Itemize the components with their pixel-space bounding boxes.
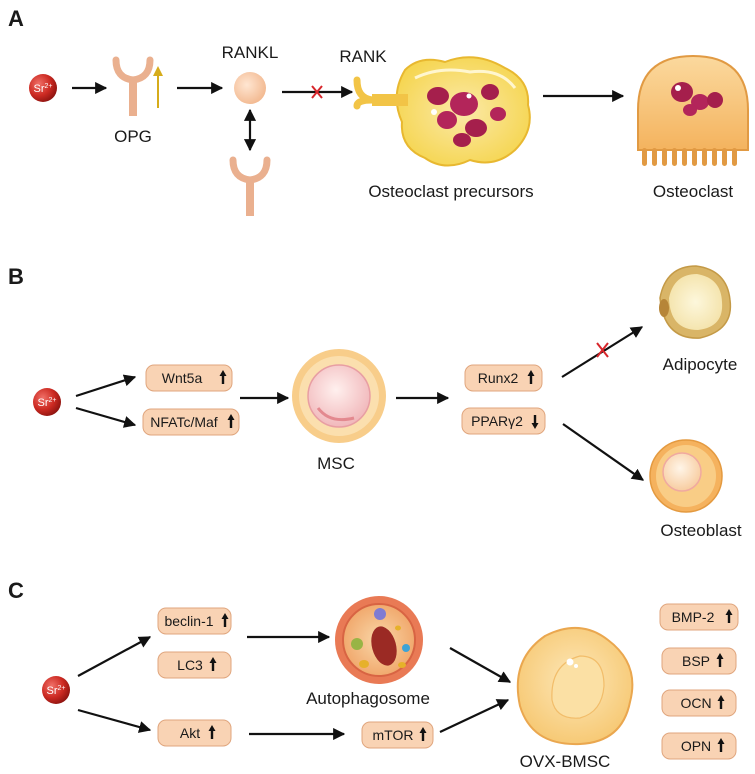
panel-c-letter: C (8, 578, 24, 603)
autophagosome-cell (335, 596, 423, 684)
opg-receptor-icon (112, 56, 154, 116)
autophagosome-label: Autophagosome (306, 689, 430, 708)
nfatc-pill: NFATc/Maf (142, 408, 240, 436)
akt-label: Akt (180, 725, 200, 741)
inhibit-cross-icon (311, 85, 323, 99)
akt-pill: Akt (157, 719, 232, 747)
arrow-sr-beclin (77, 636, 152, 677)
arrow-sr-wnt5a (75, 374, 137, 398)
adipocyte-label: Adipocyte (663, 355, 738, 374)
osteoblast-label: Osteoblast (660, 521, 742, 540)
bmp2-pill: BMP-2 (659, 603, 739, 631)
ovx-bmsc-label: OVX-BMSC (520, 752, 611, 771)
mtor-pill: mTOR (361, 721, 434, 749)
osteoblast-cell (649, 439, 723, 513)
beclin-label: beclin-1 (164, 613, 213, 629)
lc3-pill: LC3 (157, 651, 232, 679)
ovx-bmsc-cell (516, 626, 634, 746)
opg-receptor-lower-icon (229, 156, 271, 216)
arrow-autophagosome-ovx (449, 647, 512, 683)
beclin-pill: beclin-1 (157, 607, 232, 635)
wnt5a-label: Wnt5a (162, 370, 203, 386)
osteoclast-label: Osteoclast (653, 182, 734, 201)
rankl-label: RANKL (222, 43, 279, 62)
opg-up-arrow-icon (153, 66, 163, 108)
bsp-label: BSP (682, 653, 710, 669)
opg-label: OPG (114, 127, 152, 146)
nfatc-label: NFATc/Maf (150, 414, 218, 430)
arrow-to-osteoblast (562, 423, 644, 481)
arrow-mtor-ovx (439, 699, 510, 733)
arrow-sr-nfatc (75, 406, 137, 428)
arrow-sr-akt (77, 708, 152, 733)
runx2-pill: Runx2 (464, 364, 543, 392)
ocn-label: OCN (680, 695, 711, 711)
wnt5a-pill: Wnt5a (145, 364, 233, 392)
sr-ion-b: Sr2+ (33, 388, 61, 416)
opn-label: OPN (681, 738, 711, 754)
sr-ion-c: Sr2+ (42, 676, 70, 704)
opn-pill: OPN (661, 732, 737, 760)
msc-cell (292, 349, 386, 443)
rankl-ligand (234, 72, 266, 104)
panel-b-letter: B (8, 264, 24, 289)
runx2-label: Runx2 (478, 370, 519, 386)
mtor-label: mTOR (373, 727, 414, 743)
ppar-label: PPARγ2 (471, 413, 523, 429)
adipocyte-cell (659, 265, 732, 339)
sr-ion-a: Sr2+ (29, 74, 57, 102)
panel-a-letter: A (8, 6, 24, 31)
inhibit-cross-b-icon (596, 342, 609, 358)
lc3-label: LC3 (177, 657, 203, 673)
ppar-pill: PPARγ2 (461, 407, 546, 435)
msc-label: MSC (317, 454, 355, 473)
rank-label: RANK (339, 47, 387, 66)
bmp2-label: BMP-2 (672, 609, 715, 625)
osteoclast-cell (637, 54, 749, 166)
osteoclast-precursors-label: Osteoclast precursors (368, 182, 533, 201)
bsp-pill: BSP (661, 647, 737, 675)
ocn-pill: OCN (661, 689, 737, 717)
osteoclast-precursor-cell (353, 56, 531, 167)
